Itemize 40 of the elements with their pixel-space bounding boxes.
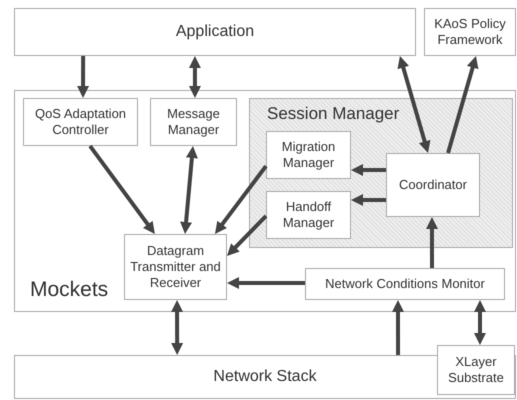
arrow (392, 300, 404, 355)
box-label: KAoS Policy Framework (433, 16, 507, 48)
process-box (150, 98, 237, 146)
arrow (188, 56, 201, 98)
process-box (266, 131, 351, 179)
arrow (88, 144, 155, 234)
arrow (474, 300, 486, 345)
process-box (424, 8, 516, 56)
box-label: Coordinator (398, 176, 468, 194)
process-box (23, 98, 138, 146)
box-label: Datagram Transmitter and Receiver (129, 242, 222, 292)
arrow (77, 56, 90, 98)
box-label: Network Stack (212, 367, 318, 387)
box-label: QoS Adaptation Controller (34, 106, 128, 138)
arrow (227, 276, 305, 289)
box-label: Handoff Manager (282, 198, 336, 232)
process-box (124, 234, 227, 300)
arrow (446, 56, 478, 154)
box-label: Migration Manager (280, 138, 336, 172)
container-box (14, 90, 516, 312)
box-label: Application (174, 22, 256, 42)
process-box (437, 345, 515, 395)
arrow (180, 146, 198, 234)
arrow (426, 217, 438, 268)
arrow (171, 300, 184, 355)
arrow (227, 214, 268, 256)
process-box (386, 153, 480, 217)
box-label: Network Conditions Monitor (324, 276, 486, 292)
process-box (14, 8, 416, 56)
hatched-group-box (249, 98, 513, 248)
process-box (305, 268, 505, 300)
arrow (398, 56, 430, 153)
box-label: Message Manager (166, 106, 221, 138)
box-label: XLayer Substrate (447, 354, 505, 386)
arrow (351, 194, 386, 206)
arrow (351, 164, 386, 176)
group-title: Session Manager (266, 103, 400, 124)
arrow (214, 164, 268, 234)
group-title: Mockets (29, 277, 110, 303)
process-box (266, 191, 351, 239)
